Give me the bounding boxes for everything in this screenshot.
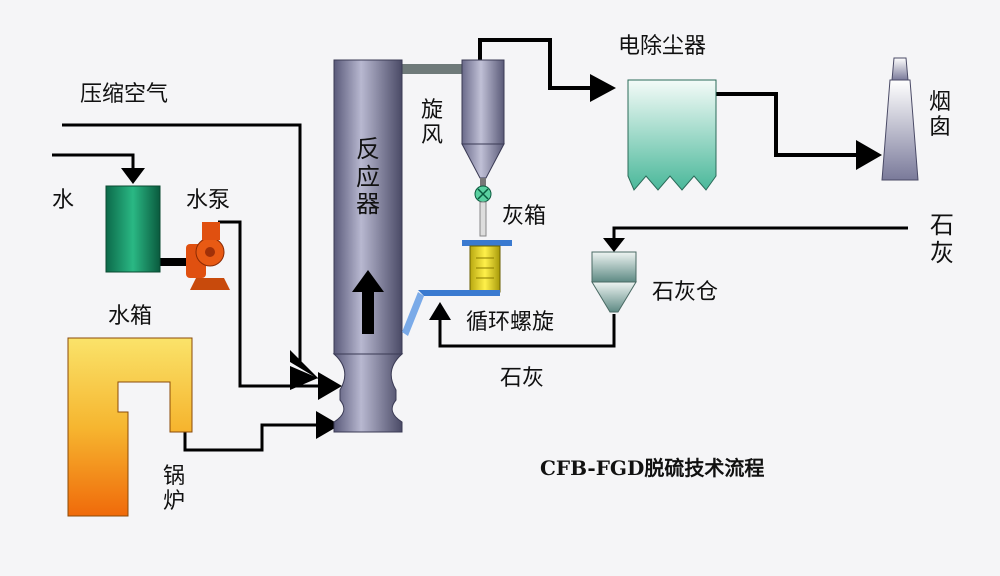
label-compressed-air: 压缩空气 <box>80 82 169 107</box>
cyclone <box>461 59 505 188</box>
pump-outlet-pipe <box>218 220 320 388</box>
reactor <box>332 59 404 433</box>
water-pump <box>186 222 230 290</box>
rotary-valve <box>474 185 492 237</box>
lime-feed-pipe <box>612 226 908 240</box>
cyclone-esp-pipe <box>478 38 592 90</box>
label-reactor: 反应器 <box>356 135 380 219</box>
flue-gas-arrow <box>316 411 340 439</box>
label-lime-right: 石灰 <box>930 211 954 267</box>
water-inlet-arrow <box>121 168 145 184</box>
lime-return-pipe <box>438 314 616 348</box>
cyclone-esp-arrow <box>590 74 616 102</box>
diagram-title: CFB-FGD脱硫技术流程 <box>540 456 765 480</box>
label-precipitator: 电除尘器 <box>618 34 707 59</box>
label-ash-box: 灰箱 <box>502 204 547 229</box>
esp-chimney-arrow <box>856 140 882 170</box>
lime-feed-arrow <box>603 238 625 252</box>
label-water: 水 <box>52 188 75 213</box>
ash-box <box>462 240 512 293</box>
label-water-tank: 水箱 <box>108 304 153 329</box>
flue-gas-pipe <box>183 423 318 452</box>
circulating-screw <box>402 290 500 336</box>
water-inlet-pipe <box>52 153 135 170</box>
water-tank <box>105 185 161 273</box>
compressed-air-pipe <box>62 123 302 362</box>
label-lime-silo: 石灰仓 <box>652 280 719 305</box>
label-cyclone: 旋风 <box>420 98 443 149</box>
compressed-air-arrow <box>290 350 320 380</box>
lime-return-arrow <box>429 302 451 320</box>
upflow-arrow <box>352 270 384 334</box>
label-boiler: 锅炉 <box>162 464 185 515</box>
electrostatic-precipitator <box>627 79 717 191</box>
chimney <box>881 57 919 181</box>
boiler <box>67 337 193 517</box>
esp-chimney-pipe <box>716 92 858 157</box>
lime-silo <box>591 251 637 313</box>
label-chimney: 烟囱 <box>928 90 951 141</box>
tank-pump-pipe <box>160 258 194 266</box>
label-water-pump: 水泵 <box>186 188 231 213</box>
reactor-cyclone-duct <box>402 64 462 74</box>
pump-outlet-arrow <box>318 372 342 400</box>
label-circulating-screw: 循环螺旋 <box>466 310 555 335</box>
label-lime-bottom: 石灰 <box>500 366 545 391</box>
